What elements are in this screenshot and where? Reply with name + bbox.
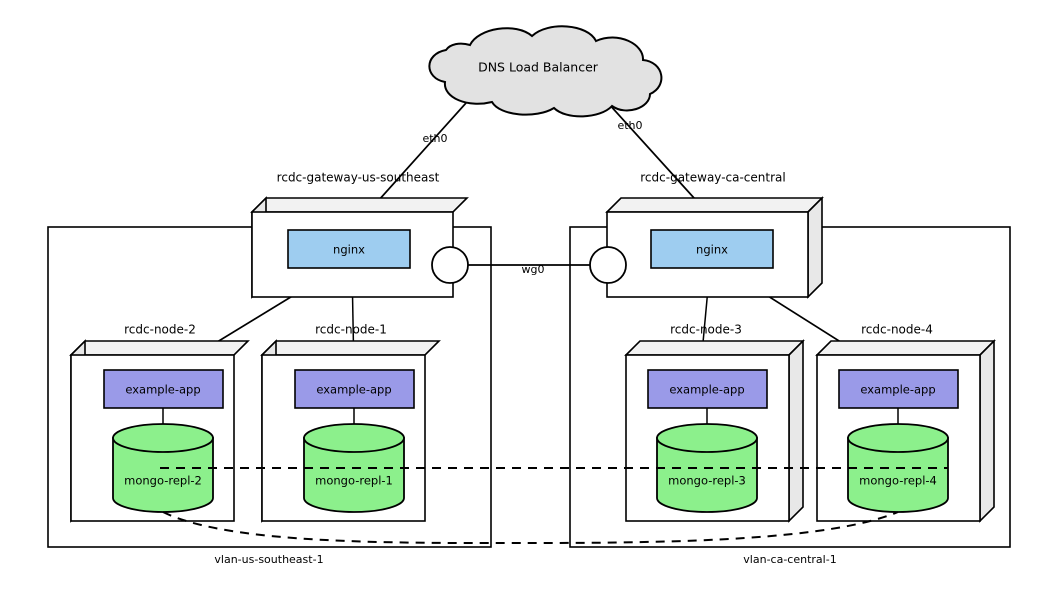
gateway-ca-central-label: rcdc-gateway-ca-central <box>640 171 785 185</box>
node1-top-face <box>260 340 441 356</box>
cloud-label: DNS Load Balancer <box>478 60 599 75</box>
node3-db-body <box>656 437 758 513</box>
wg0-label: wg0 <box>522 263 545 276</box>
gateway-left-top-face <box>250 197 469 213</box>
example-app-box-node3[interactable] <box>647 369 768 409</box>
rcdc-node-3-label: rcdc-node-3 <box>670 323 742 337</box>
node3-db-top <box>656 423 758 453</box>
mongo-cylinder-node4[interactable]: mongo-repl-4 <box>847 423 949 513</box>
gateway-us-southeast[interactable]: rcdc-gateway-us-southeast nginx <box>250 171 469 299</box>
vlan-ca-central-label: vlan-ca-central-1 <box>743 553 836 566</box>
example-app-label-node4: example-app <box>860 383 935 397</box>
mongo-cylinder-node3[interactable]: mongo-repl-3 <box>656 423 758 513</box>
node1-db-body <box>303 437 405 513</box>
node4-db-top <box>847 423 949 453</box>
node3-top-face <box>624 340 805 356</box>
gateway-right-top-face <box>605 197 824 213</box>
wg0-circle-left[interactable] <box>431 246 469 284</box>
example-app-box-node4[interactable] <box>838 369 959 409</box>
nginx-box-left[interactable] <box>287 229 411 269</box>
node-rcdc-node-4[interactable]: rcdc-node-4 example-app mongo-repl-4 <box>815 323 996 523</box>
node4-side-face <box>979 339 995 523</box>
dns-load-balancer-cloud[interactable]: DNS Load Balancer <box>428 25 663 118</box>
gateway-right-side-face <box>807 196 823 299</box>
rcdc-node-2-label: rcdc-node-2 <box>124 323 196 337</box>
example-app-label-node2: example-app <box>125 383 200 397</box>
nginx-box-right[interactable] <box>650 229 774 269</box>
gateway-ca-central[interactable]: rcdc-gateway-ca-central nginx <box>605 171 824 299</box>
example-app-label-node1: example-app <box>316 383 391 397</box>
example-app-label-node3: example-app <box>669 383 744 397</box>
node2-top-face <box>69 340 250 356</box>
wg0-circle-right[interactable] <box>589 246 627 284</box>
mongo-repl-3-label: mongo-repl-3 <box>668 474 746 488</box>
mongo-repl-1-label: mongo-repl-1 <box>315 474 393 488</box>
cloud-shape <box>428 25 663 118</box>
example-app-box-node2[interactable] <box>103 369 224 409</box>
node4-db-body <box>847 437 949 513</box>
eth0-label-right: eth0 <box>617 119 642 132</box>
eth0-label-left: eth0 <box>422 132 447 145</box>
wg0-interface-left[interactable] <box>431 246 469 284</box>
node3-side-face <box>788 339 804 523</box>
wg0-interface-right[interactable] <box>589 246 627 284</box>
nginx-label-left: nginx <box>333 243 365 257</box>
node4-top-face <box>815 340 996 356</box>
node1-db-top <box>303 423 405 453</box>
vlan-us-southeast-label: vlan-us-southeast-1 <box>214 553 323 566</box>
example-app-box-node1[interactable] <box>294 369 415 409</box>
mongo-cylinder-node2[interactable]: mongo-repl-2 <box>112 423 214 513</box>
node2-db-body <box>112 437 214 513</box>
nginx-label-right: nginx <box>696 243 728 257</box>
mongo-cylinder-node1[interactable]: mongo-repl-1 <box>303 423 405 513</box>
mongo-replication-arc <box>162 511 899 545</box>
node2-db-top <box>112 423 214 453</box>
rcdc-node-1-label: rcdc-node-1 <box>315 323 387 337</box>
mongo-repl-4-label: mongo-repl-4 <box>859 474 937 488</box>
gateway-us-southeast-label: rcdc-gateway-us-southeast <box>277 171 440 185</box>
node-rcdc-node-1[interactable]: rcdc-node-1 example-app mongo-repl-1 <box>260 323 441 523</box>
rcdc-node-4-label: rcdc-node-4 <box>861 323 933 337</box>
node-rcdc-node-2[interactable]: rcdc-node-2 example-app mongo-repl-2 <box>69 323 250 523</box>
node-rcdc-node-3[interactable]: rcdc-node-3 example-app mongo-repl-3 <box>624 323 805 523</box>
mongo-repl-2-label: mongo-repl-2 <box>124 474 202 488</box>
